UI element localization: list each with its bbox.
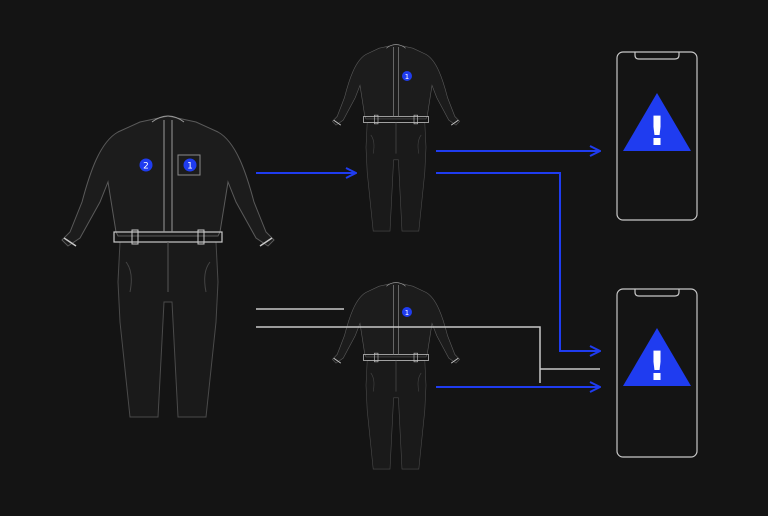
svg-text:1: 1	[405, 309, 409, 317]
svg-text:!: !	[648, 109, 666, 155]
sensor-marker-1: 1	[402, 307, 412, 317]
svg-text:1: 1	[405, 73, 409, 81]
suit-large: 2 1	[61, 115, 275, 418]
suit-top: 1	[331, 44, 461, 232]
suit-bottom: 1	[331, 282, 461, 470]
phone-top: !	[616, 51, 698, 221]
sensor-marker-2: 2	[139, 158, 153, 172]
svg-text:2: 2	[143, 162, 149, 172]
sensor-marker-1: 1	[183, 158, 197, 172]
svg-text:1: 1	[187, 162, 193, 172]
phone-bottom: !	[616, 288, 698, 458]
inactive-connectors	[256, 308, 600, 383]
sensor-marker-1: 1	[402, 71, 412, 81]
svg-text:!: !	[648, 344, 666, 390]
chest-pocket	[177, 154, 201, 176]
inactive-line-2	[256, 326, 541, 383]
warning-triangle-icon: !	[623, 328, 691, 390]
warning-triangle-icon: !	[623, 93, 691, 155]
alert-arrows	[256, 151, 600, 387]
arrow-to-phone-bottom-1	[436, 172, 600, 351]
